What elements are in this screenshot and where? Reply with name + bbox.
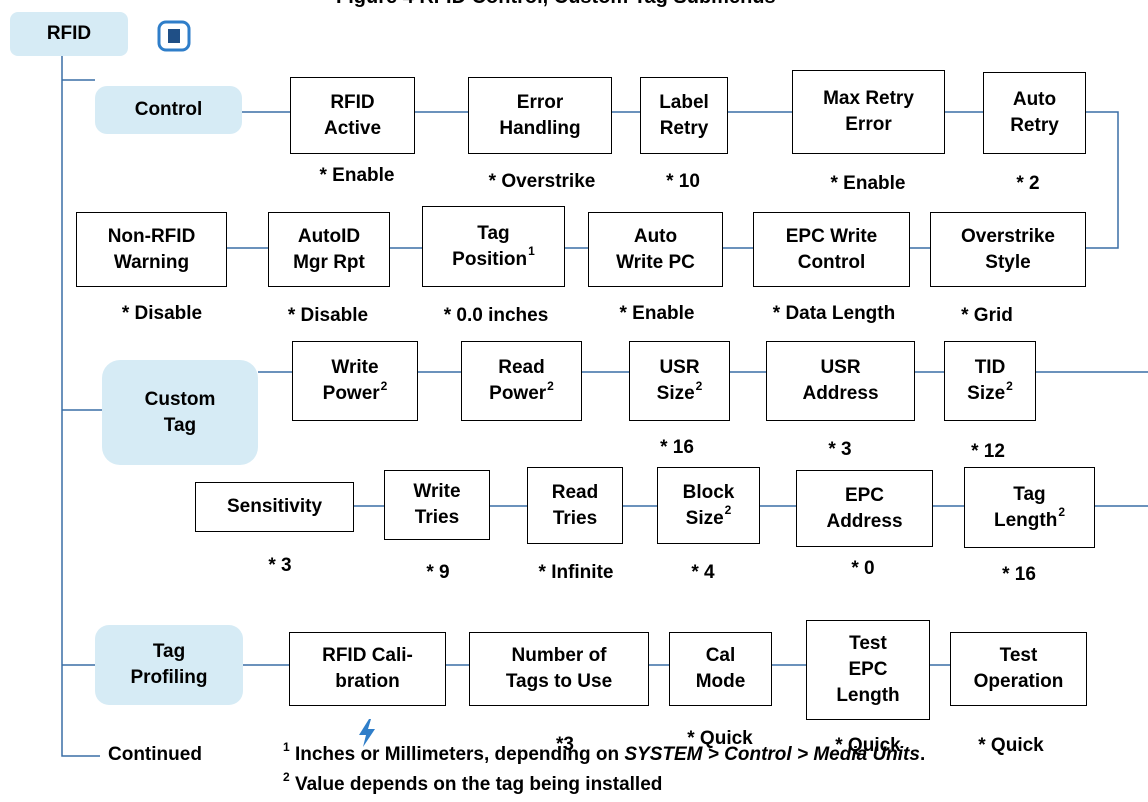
value-error-handling: * Overstrike	[488, 171, 596, 192]
value-read-tries: * Infinite	[538, 562, 614, 583]
menu-square-icon	[157, 20, 191, 52]
spine-line	[61, 56, 100, 757]
value-tag-length: * 16	[1002, 564, 1036, 585]
node-usr-address: USR Address	[766, 341, 915, 421]
node-number-of-tags: Number of Tags to Use	[469, 632, 649, 706]
node-test-epc-length: Test EPC Length	[806, 620, 930, 720]
node-sensitivity: Sensitivity	[195, 482, 354, 532]
node-non-rfid-warning: Non-RFID Warning	[76, 212, 227, 287]
group-tag-profiling: Tag Profiling	[95, 625, 243, 705]
node-write-power: Write Power2	[292, 341, 418, 421]
value-overstrike-style: * Grid	[961, 305, 1013, 326]
value-auto-write-pc: * Enable	[619, 303, 695, 324]
node-error-handling: Error Handling	[468, 77, 612, 154]
value-test-operation: * Quick	[978, 735, 1044, 756]
value-block-size: * 4	[691, 562, 715, 583]
value-sensitivity: * 3	[268, 555, 292, 576]
value-rfid-active: * Enable	[319, 165, 395, 186]
value-non-rfid-warning: * Disable	[121, 303, 203, 324]
node-label-retry: Label Retry	[640, 77, 728, 154]
node-max-retry-error: Max Retry Error	[792, 70, 945, 154]
node-usr-size: USR Size2	[629, 341, 730, 421]
value-number-of-tags: *3	[556, 734, 574, 755]
node-tid-size: TID Size2	[944, 341, 1036, 421]
value-auto-retry: * 2	[1016, 173, 1040, 194]
node-tag-position: Tag Position1	[422, 206, 565, 287]
footnote-2: 2 Value depends on the tag being install…	[283, 769, 663, 795]
node-epc-address: EPC Address	[796, 470, 933, 547]
value-tid-size: * 12	[971, 441, 1005, 462]
node-rfid-calibration: RFID Cali- bration	[289, 632, 446, 706]
node-tag-length: Tag Length2	[964, 467, 1095, 548]
node-auto-write-pc: Auto Write PC	[588, 212, 723, 287]
footnote-1: 1 Inches or Millimeters, depending on SY…	[283, 739, 926, 765]
value-label-retry: * 10	[666, 171, 700, 192]
node-read-tries: Read Tries	[527, 467, 623, 544]
node-epc-write-control: EPC Write Control	[753, 212, 910, 287]
continued-label: Continued	[108, 744, 202, 765]
value-usr-size: * 16	[660, 437, 694, 458]
figure-title: Figure 4 RFID Control, Custom Tag Submen…	[336, 0, 776, 9]
node-block-size: Block Size2	[657, 467, 760, 544]
control-row1-line	[242, 111, 1119, 249]
node-auto-retry: Auto Retry	[983, 72, 1086, 154]
node-cal-mode: Cal Mode	[669, 632, 772, 706]
value-test-epc-length: * Quick	[835, 735, 901, 756]
group-control: Control	[95, 86, 242, 134]
value-tag-position: * 0.0 inches	[443, 305, 549, 326]
node-test-operation: Test Operation	[950, 632, 1087, 706]
value-epc-address: * 0	[851, 558, 875, 579]
group-custom-tag: Custom Tag	[102, 360, 258, 465]
value-cal-mode: * Quick	[687, 728, 753, 749]
value-write-tries: * 9	[426, 562, 450, 583]
root-rfid: RFID	[10, 12, 128, 56]
node-rfid-active: RFID Active	[290, 77, 415, 154]
value-autoid-mgr-rpt: * Disable	[287, 305, 369, 326]
node-read-power: Read Power2	[461, 341, 582, 421]
node-write-tries: Write Tries	[384, 470, 490, 540]
value-max-retry-error: * Enable	[830, 173, 906, 194]
node-autoid-mgr-rpt: AutoID Mgr Rpt	[268, 212, 390, 287]
value-usr-address: * 3	[828, 439, 852, 460]
value-epc-write-control: * Data Length	[772, 303, 896, 324]
node-overstrike-style: Overstrike Style	[930, 212, 1086, 287]
lightning-bolt-icon	[356, 718, 378, 748]
